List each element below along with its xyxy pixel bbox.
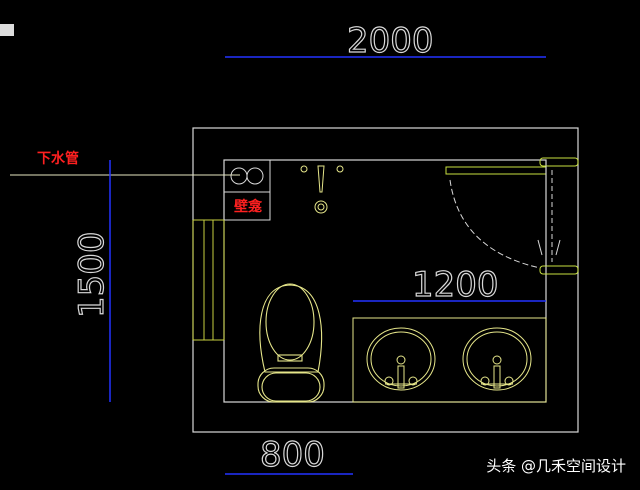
ucs-icon bbox=[0, 24, 14, 36]
basin-right bbox=[462, 327, 532, 391]
dimension-1200: 1200 bbox=[412, 265, 499, 305]
shower-door bbox=[445, 157, 579, 275]
toilet bbox=[257, 283, 325, 403]
dimension-800: 800 bbox=[260, 435, 325, 475]
wall-hatch bbox=[192, 219, 225, 341]
niche bbox=[223, 159, 271, 221]
niche-label: 壁龛 bbox=[234, 198, 263, 215]
watermark: 头条 @几禾空间设计 bbox=[486, 457, 626, 475]
vanity-counter bbox=[352, 317, 547, 403]
drain-pipe-label: 下水管 bbox=[37, 150, 79, 167]
dimension-2000: 2000 bbox=[347, 21, 434, 61]
dimension-lines bbox=[109, 56, 546, 475]
basin-left bbox=[366, 327, 436, 391]
dimension-1500: 1500 bbox=[72, 231, 112, 318]
shower-valve bbox=[300, 165, 344, 214]
